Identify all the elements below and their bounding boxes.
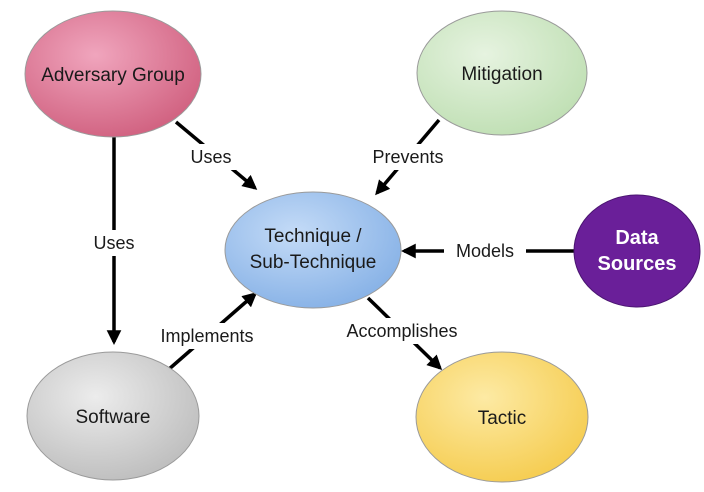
edge-label-implements: Implements — [160, 326, 253, 346]
edge-label-accomplishes: Accomplishes — [346, 321, 457, 341]
edge-label-bg — [444, 238, 526, 264]
edge-label-prevents: Prevents — [372, 147, 443, 167]
node-label-tactic: Tactic — [478, 408, 527, 429]
node-label-mitigation: Mitigation — [461, 64, 542, 85]
edge-label-bg — [86, 230, 142, 256]
edge-label-bg — [336, 318, 468, 344]
edge-label-bg — [186, 144, 236, 170]
node-mitigation: Mitigation — [416, 10, 588, 136]
node-label-software: Software — [76, 407, 151, 428]
node-label-technique-line2: Sub-Technique — [250, 252, 377, 273]
node-technique: Technique / Sub-Technique — [224, 191, 402, 309]
node-software: Software — [26, 351, 200, 481]
edge-label-bg — [151, 323, 263, 349]
node-tactic: Tactic — [415, 351, 589, 483]
node-label-technique-line1: Technique / — [264, 226, 362, 247]
node-data-sources: Data Sources — [573, 194, 701, 308]
node-label-data-sources-line1: Data — [615, 227, 659, 249]
node-label-adversary-group: Adversary Group — [41, 65, 185, 86]
edge-label-uses-technique: Uses — [190, 147, 231, 167]
edge-label-uses-software: Uses — [93, 233, 134, 253]
edge-label-models: Models — [456, 241, 514, 261]
node-adversary-group: Adversary Group — [24, 10, 202, 138]
edge-label-bg — [365, 144, 451, 170]
node-label-data-sources-line2: Sources — [598, 253, 677, 275]
